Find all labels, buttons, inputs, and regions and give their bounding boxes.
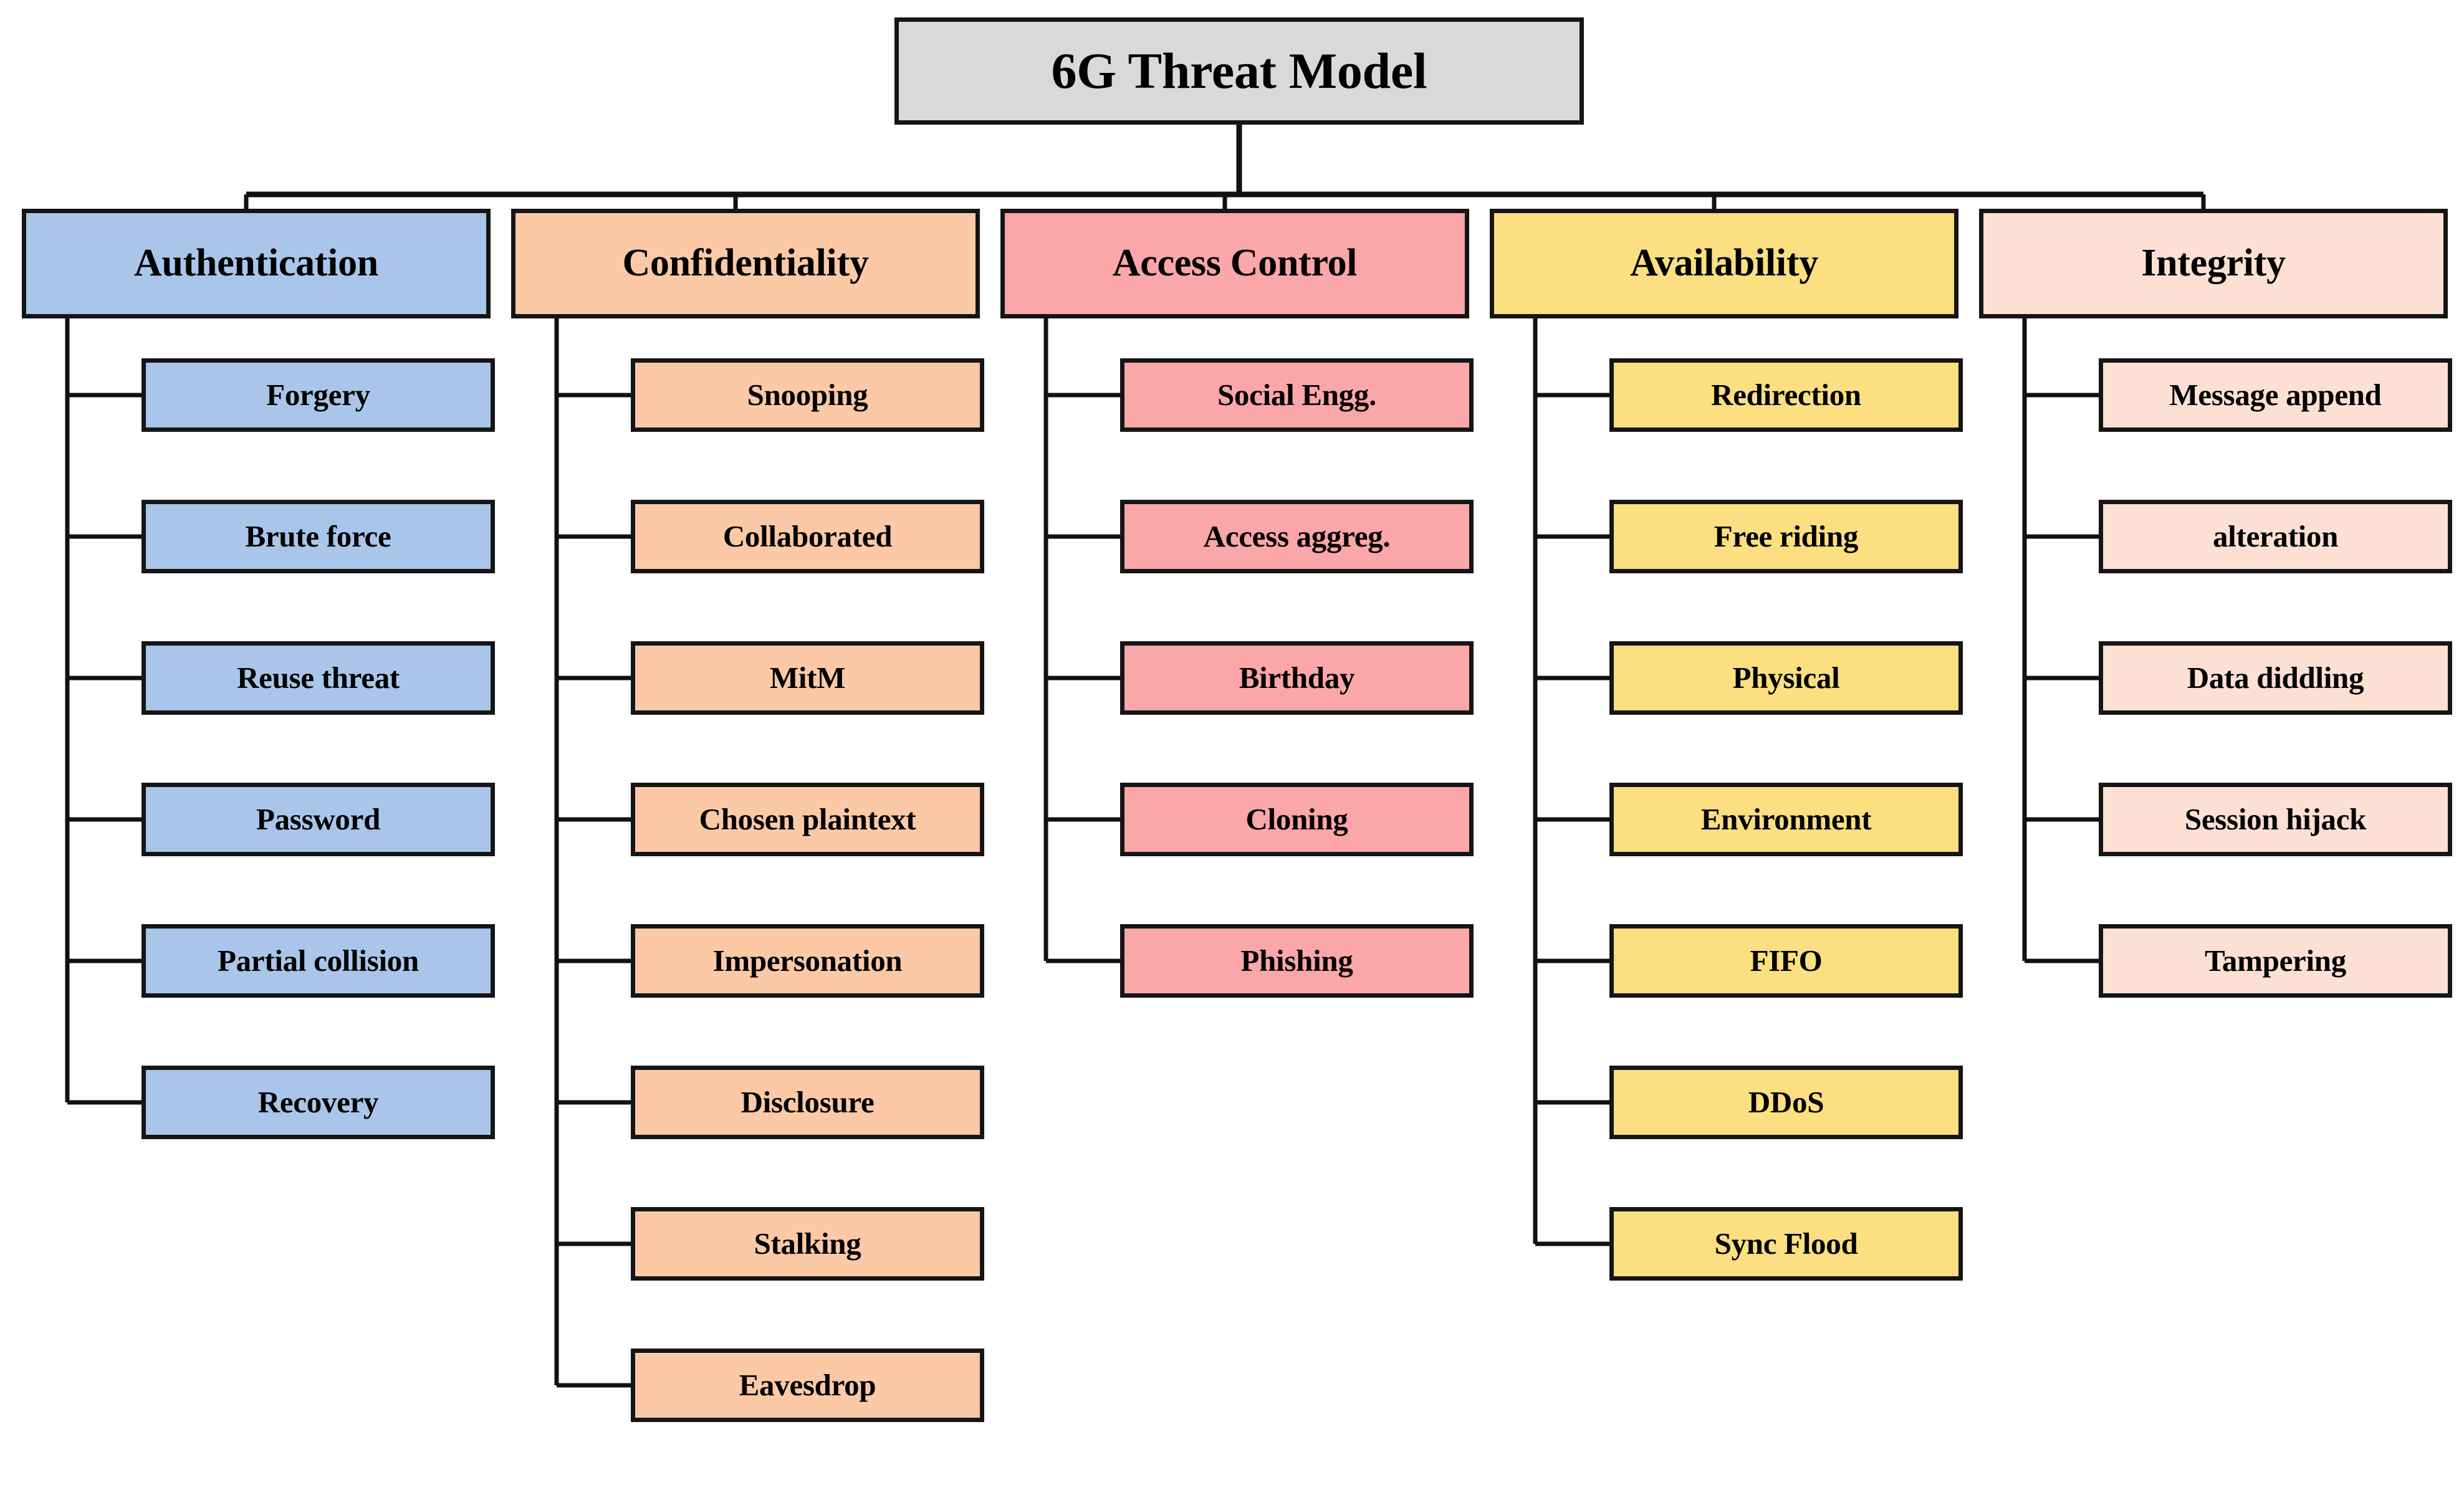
- threat-node-confidentiality-7[interactable]: Stalking: [631, 1207, 984, 1281]
- threat-node-confidentiality-2[interactable]: Collaborated: [631, 500, 984, 573]
- category-header-authentication[interactable]: Authentication: [22, 209, 491, 318]
- threat-node-authentication-2[interactable]: Brute force: [141, 500, 495, 573]
- threat-node-integrity-4[interactable]: Session hijack: [2099, 783, 2452, 856]
- root-node-6g-threat-model: 6G Threat Model: [894, 17, 1584, 125]
- threat-node-availability-7[interactable]: Sync Flood: [1609, 1207, 1963, 1281]
- threat-node-availability-1[interactable]: Redirection: [1609, 358, 1963, 432]
- category-header-confidentiality[interactable]: Confidentiality: [511, 209, 980, 318]
- threat-node-access-control-2[interactable]: Access aggreg.: [1120, 500, 1474, 573]
- threat-node-integrity-3[interactable]: Data diddling: [2099, 641, 2452, 715]
- threat-node-access-control-3[interactable]: Birthday: [1120, 641, 1474, 715]
- threat-node-confidentiality-4[interactable]: Chosen plaintext: [631, 783, 984, 856]
- threat-node-availability-4[interactable]: Environment: [1609, 783, 1963, 856]
- threat-node-availability-2[interactable]: Free riding: [1609, 500, 1963, 573]
- threat-node-authentication-6[interactable]: Recovery: [141, 1066, 495, 1139]
- category-header-integrity[interactable]: Integrity: [1979, 209, 2448, 318]
- threat-node-authentication-4[interactable]: Password: [141, 783, 495, 856]
- threat-node-confidentiality-1[interactable]: Snooping: [631, 358, 984, 432]
- threat-node-confidentiality-5[interactable]: Impersonation: [631, 924, 984, 998]
- threat-node-authentication-3[interactable]: Reuse threat: [141, 641, 495, 715]
- threat-node-access-control-5[interactable]: Phishing: [1120, 924, 1474, 998]
- threat-node-confidentiality-6[interactable]: Disclosure: [631, 1066, 984, 1139]
- threat-node-integrity-5[interactable]: Tampering: [2099, 924, 2452, 998]
- threat-node-integrity-2[interactable]: alteration: [2099, 500, 2452, 573]
- threat-node-integrity-1[interactable]: Message append: [2099, 358, 2452, 432]
- category-header-availability[interactable]: Availability: [1490, 209, 1958, 318]
- category-header-access-control[interactable]: Access Control: [1000, 209, 1469, 318]
- threat-node-availability-6[interactable]: DDoS: [1609, 1066, 1963, 1139]
- threat-node-confidentiality-3[interactable]: MitM: [631, 641, 984, 715]
- threat-node-authentication-1[interactable]: Forgery: [141, 358, 495, 432]
- threat-node-availability-5[interactable]: FIFO: [1609, 924, 1963, 998]
- threat-node-authentication-5[interactable]: Partial collision: [141, 924, 495, 998]
- threat-node-confidentiality-8[interactable]: Eavesdrop: [631, 1349, 984, 1422]
- threat-node-availability-3[interactable]: Physical: [1609, 641, 1963, 715]
- threat-node-access-control-1[interactable]: Social Engg.: [1120, 358, 1474, 432]
- threat-node-access-control-4[interactable]: Cloning: [1120, 783, 1474, 856]
